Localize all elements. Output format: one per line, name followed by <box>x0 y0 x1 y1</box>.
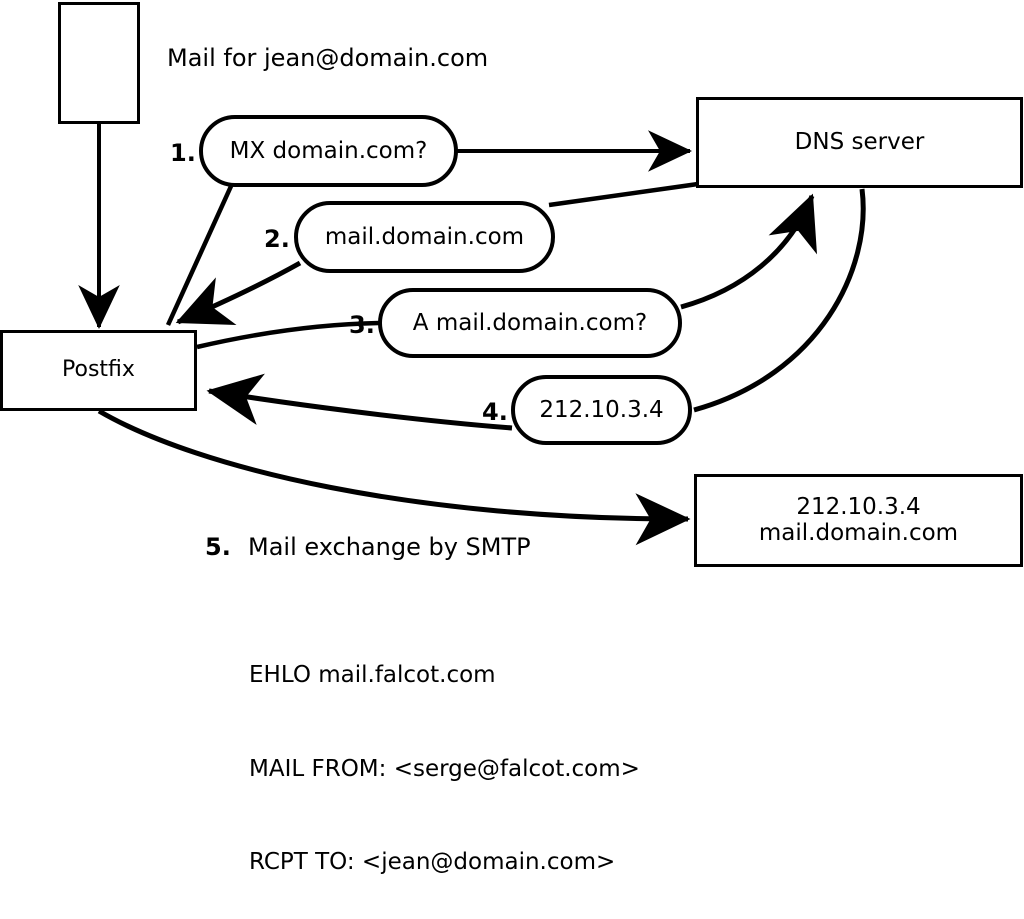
step-4-number: 4. <box>482 398 508 426</box>
wire-postfix-to-mailserver <box>97 408 691 546</box>
smtp-line: EHLO mail.falcot.com <box>249 662 496 689</box>
step-1-bubble-label: MX domain.com? <box>229 138 428 164</box>
step-4-bubble-label: 212.10.3.4 <box>539 397 664 423</box>
wire-step3-to-dns <box>680 193 817 310</box>
mail-server-hostname: mail.domain.com <box>758 519 959 546</box>
step-2-bubble-label: mail.domain.com <box>324 224 525 250</box>
wire-dns-to-step2 <box>548 181 699 208</box>
client-box <box>58 2 140 124</box>
postfix-box-label: Postfix <box>62 357 135 383</box>
step-1-number: 1. <box>170 139 196 167</box>
wire-step4-to-postfix <box>206 373 513 431</box>
step-3-bubble-label: A mail.domain.com? <box>412 310 648 336</box>
step-4-bubble: 212.10.3.4 <box>511 375 692 445</box>
step-2-number: 2. <box>264 225 290 253</box>
step-1-bubble: MX domain.com? <box>199 115 458 187</box>
wire-postfix-to-step3 <box>196 320 380 350</box>
smtp-line: MAIL FROM: <serge@falcot.com> <box>249 755 640 782</box>
step-2-bubble: mail.domain.com <box>294 201 555 273</box>
dns-server-box: DNS server <box>696 97 1023 188</box>
step-3-bubble: A mail.domain.com? <box>378 288 682 358</box>
postfix-box: Postfix <box>0 330 197 411</box>
mail-server-ip: 212.10.3.4 <box>796 493 921 520</box>
smtp-line: RCPT TO: <jean@domain.com> <box>249 849 616 876</box>
wire-step2-to-postfix <box>175 260 302 326</box>
step-5-label: Mail exchange by SMTP <box>248 533 531 561</box>
dns-server-box-label: DNS server <box>794 128 925 155</box>
step-5-number: 5. <box>205 533 231 561</box>
smtp-transcript: EHLO mail.falcot.com MAIL FROM: <serge@f… <box>249 598 640 919</box>
mail-server-box: 212.10.3.4 mail.domain.com <box>694 474 1023 567</box>
wire-dns-to-step4 <box>693 188 866 413</box>
step-3-number: 3. <box>349 311 375 339</box>
mail-for-label: Mail for jean@domain.com <box>167 44 489 72</box>
